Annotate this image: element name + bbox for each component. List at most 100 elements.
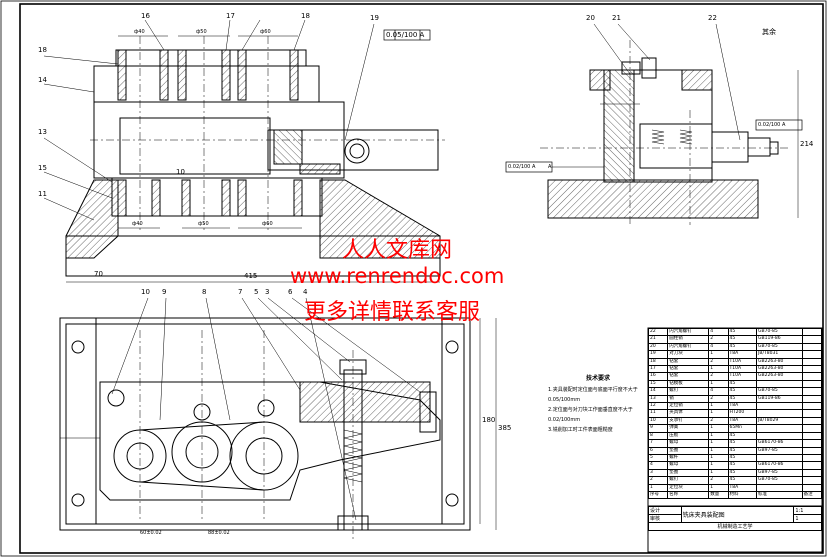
bom-cell — [801, 461, 823, 470]
bom-cell: 垫圈 — [667, 468, 710, 478]
bom-cell — [801, 468, 823, 478]
bom-cell: 2 — [708, 372, 729, 381]
callout-front-6: 13 — [38, 128, 47, 136]
bom-cell: 1 — [708, 453, 729, 463]
bom-cell: 内六角螺钉 — [667, 327, 710, 337]
bom-cell: 内六角螺钉 — [667, 342, 710, 352]
bom-cell: 3 — [647, 468, 669, 478]
bom-cell: GB6170-86 — [756, 439, 803, 448]
bom-cell: GB6170-86 — [756, 461, 803, 470]
bom-cell: 支承钉 — [667, 416, 710, 426]
bom-cell: HT200 — [727, 409, 758, 418]
bom-cell — [756, 424, 803, 433]
callout-side-2: 21 — [612, 14, 621, 22]
bom-cell: 2 — [708, 416, 729, 426]
callout-front-4: 18 — [301, 12, 310, 20]
title-drawing-name: 铣床夹具装配图 — [680, 506, 795, 523]
bom-cell: 45 — [727, 439, 758, 448]
bom-header-cell: 标准 — [756, 490, 803, 500]
bom-cell: GB70-85 — [756, 342, 803, 352]
technical-notes: 技术要求 1.夹具装配时定位面与底面平行度不大于0.05/100mm 2.定位面… — [548, 374, 648, 435]
callout-plan-6: 3 — [265, 288, 270, 296]
bom-cell: 45 — [727, 327, 758, 337]
bom-header-cell: 备注 — [801, 490, 823, 500]
tolerance-frame-side-1: 0.02/100 A — [508, 164, 536, 170]
bom-cell: 45 — [727, 394, 758, 404]
bom-cell: GB119-86 — [756, 335, 803, 344]
bom-cell: 压板 — [667, 431, 710, 441]
bom-cell — [801, 387, 823, 396]
bom-cell: 1 — [708, 439, 729, 448]
bom-cell — [801, 372, 823, 381]
bom-cell: JB/T8029 — [756, 416, 803, 426]
callout-front-2: 16 — [141, 12, 150, 20]
bom-cell: 2 — [708, 335, 729, 344]
bom-cell: 弹簧 — [667, 424, 710, 433]
callout-front-10: 11 — [38, 190, 47, 198]
bom-cell — [801, 483, 823, 492]
callout-front-3: 17 — [226, 12, 235, 20]
title-checker: 审核 — [648, 514, 682, 523]
bom-cell: 65Mn — [727, 424, 758, 433]
bom-cell — [756, 483, 803, 492]
bom-cell: 1 — [708, 446, 729, 455]
bom-cell: 45 — [727, 335, 758, 344]
title-block: 设计 铣床夹具装配图 1:1 审核 1 机械制造工艺学 — [648, 506, 822, 552]
callout-plan-7: 6 — [288, 288, 293, 296]
bom-header-cell: 数量 — [708, 490, 729, 500]
bom-cell: 19 — [647, 350, 669, 359]
bom-cell — [756, 453, 803, 463]
bom-cell: 1 — [708, 461, 729, 470]
bom-cell: 22 — [647, 327, 669, 337]
bom-cell: 2 — [708, 476, 729, 485]
bom-cell: 2 — [708, 357, 729, 367]
bom-cell: 垫圈 — [667, 446, 710, 455]
tolerance-frame-front: 0.05/100 A — [386, 31, 425, 39]
bom-cell: T10A — [727, 357, 758, 367]
bom-cell: 9 — [647, 424, 669, 433]
bom-cell: 1 — [708, 483, 729, 492]
bom-cell: GB70-85 — [756, 327, 803, 337]
dim-side-height: 214 — [800, 140, 814, 148]
bom-cell: 6 — [647, 446, 669, 455]
bom-cell: GB97-85 — [756, 446, 803, 455]
bom-cell: 16 — [647, 372, 669, 381]
roughness-note: 其余 — [762, 28, 776, 36]
bom-cell — [801, 394, 823, 404]
callout-plan-3: 8 — [202, 288, 207, 296]
dim-total-width: 415 — [244, 272, 258, 280]
bom-cell: 定位销 — [667, 402, 710, 411]
bom-cell: 15 — [647, 379, 669, 389]
bom-cell: 螺杆 — [667, 453, 710, 463]
bom-cell: 45 — [727, 453, 758, 463]
datum-label: A — [548, 164, 552, 170]
bom-cell: 钻套 — [667, 372, 710, 381]
bom-cell: GB70-85 — [756, 387, 803, 396]
callout-plan-4: 7 — [238, 288, 243, 296]
callout-plan-1: 10 — [141, 288, 150, 296]
bom-cell: 圆柱销 — [667, 335, 710, 344]
bom-cell: 45 — [727, 431, 758, 441]
bom-cell: 1 — [708, 402, 729, 411]
bom-cell: 定位块 — [667, 483, 710, 492]
bom-cell: T8A — [727, 483, 758, 492]
bom-cell — [801, 350, 823, 359]
dim-pitch-2: 88±0.02 — [208, 530, 230, 536]
bom-cell — [801, 446, 823, 455]
dim-bot-1: ф40 — [132, 221, 143, 227]
dim-bot-2: ф50 — [198, 221, 209, 227]
bom-cell — [801, 476, 823, 485]
callout-side-3: 22 — [708, 14, 717, 22]
bom-cell: 4 — [708, 327, 729, 337]
bom-cell — [801, 327, 823, 337]
notes-item: 3.铣削加工时工件表面粗糙度 — [548, 427, 613, 433]
